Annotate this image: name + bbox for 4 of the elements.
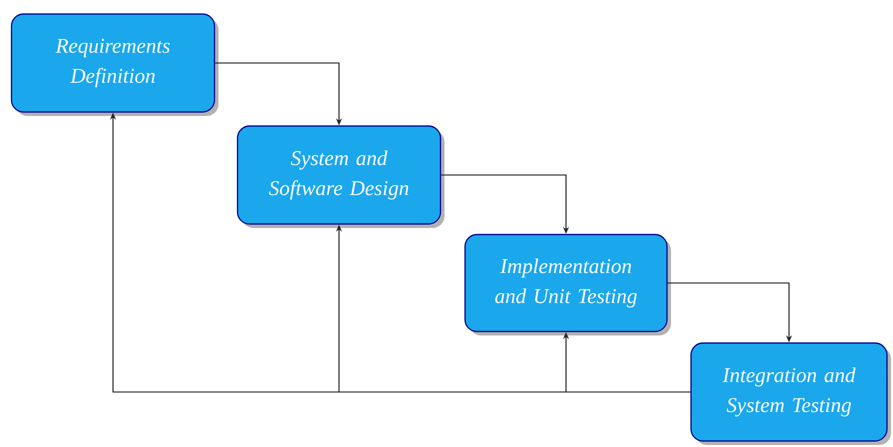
process-box: Requirements Definition bbox=[10, 13, 218, 116]
process-box: System and Software Design bbox=[236, 125, 444, 228]
process-box: Implementation and Unit Testing bbox=[464, 234, 671, 336]
process-box: Integration and System Testing bbox=[690, 342, 892, 445]
